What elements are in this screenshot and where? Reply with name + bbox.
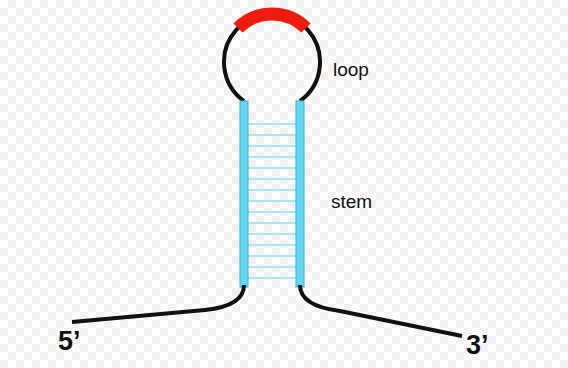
stem-label: stem bbox=[331, 192, 372, 213]
stem-strand bbox=[296, 101, 304, 287]
five-prime-tail bbox=[72, 285, 244, 322]
end-label: 5’ bbox=[58, 327, 81, 357]
end-label: 3’ bbox=[466, 331, 489, 361]
loop-highlight bbox=[238, 14, 306, 28]
loop-label: loop bbox=[333, 60, 369, 81]
loop-strand bbox=[224, 14, 320, 101]
stem-strand bbox=[240, 101, 248, 287]
base-pairs bbox=[248, 124, 296, 278]
three-prime-tail bbox=[300, 285, 462, 336]
